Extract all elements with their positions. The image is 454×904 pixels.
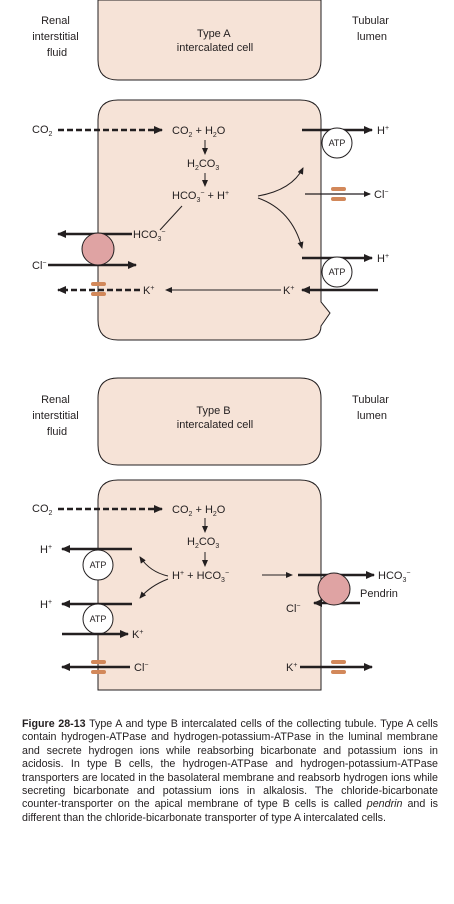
type-b-reaction-1: CO2 + H2O	[172, 504, 226, 518]
type-b-h2-label: H+	[40, 599, 52, 611]
type-b-right-label: Tubular lumen	[352, 394, 392, 422]
type-b-reaction-3: H+ + HCO3−	[172, 570, 229, 584]
type-b-k-left-label: K+	[132, 629, 143, 641]
type-a-upper-cell	[97, 0, 322, 81]
type-a-h2-label: H+	[377, 253, 389, 265]
type-b-h-top-label: H+	[40, 544, 52, 556]
type-b-cell	[97, 479, 322, 691]
type-b-upper-cell	[97, 377, 322, 466]
type-a-cl-right-label: Cl−	[374, 189, 388, 201]
type-a-h-top-label: H+	[377, 125, 389, 137]
type-b-atp-circle-top	[82, 549, 114, 581]
type-a-hco3-diag	[159, 205, 183, 231]
type-a-atp-bottom: ATP	[329, 267, 346, 277]
type-b-cl-channel-top	[91, 660, 106, 664]
type-b-atp-top: ATP	[90, 560, 107, 570]
type-a-k-channel-top	[91, 282, 106, 286]
type-a-atp-top: ATP	[329, 138, 346, 148]
type-b-pendrin-label: Pendrin	[360, 588, 398, 600]
type-b-pendrin	[317, 572, 351, 606]
type-b-atp-bottom: ATP	[90, 614, 107, 624]
type-a-reaction-2: H2CO3	[187, 158, 219, 172]
type-a-reaction-1: CO2 + H2O	[172, 125, 226, 139]
type-a-right-label: Tubular lumen	[352, 15, 392, 43]
type-b-h-curve-down	[139, 578, 169, 599]
type-a-cl-left-label: Cl−	[32, 260, 46, 272]
figure-label: Figure 28-13	[22, 718, 86, 730]
type-a-k-right-label: K+	[283, 285, 294, 297]
intercalated-cells-diagram: Renal interstitial fluid Type A intercal…	[32, 0, 410, 691]
type-a-cell-label: Type A intercalated cell	[177, 28, 253, 54]
type-a-cell	[97, 99, 331, 341]
type-b-co2-label: CO2	[32, 503, 53, 517]
type-a-left-label: Renal interstitial fluid	[32, 15, 82, 59]
figure-caption: Figure 28-13 Type A and type B intercala…	[22, 718, 438, 825]
type-a-k-channel-bottom	[91, 292, 106, 296]
type-a-cl-channel-top	[331, 187, 346, 191]
type-a-panel: Renal interstitial fluid Type A intercal…	[32, 0, 392, 341]
type-a-k-left-label: K+	[143, 285, 154, 297]
type-b-cell-label: Type B intercalated cell	[177, 405, 253, 431]
type-b-h-curve-up	[139, 556, 169, 577]
type-b-k-channel-top	[331, 660, 346, 664]
type-b-hco3-right-label: HCO3−	[378, 570, 410, 584]
type-b-panel: Renal interstitial fluid Type B intercal…	[32, 377, 410, 691]
type-a-co2-label: CO2	[32, 124, 53, 138]
type-a-atp-circle-top	[321, 127, 353, 159]
caption-text-2: and is different than the chloride-bicar…	[22, 798, 438, 824]
type-a-cl-channel-bottom	[331, 197, 346, 201]
type-b-k-channel-bottom	[331, 670, 346, 674]
type-a-hco3-label: HCO3−	[133, 229, 165, 243]
type-a-atp-circle-bottom	[321, 256, 353, 288]
type-a-exchanger	[81, 232, 115, 266]
type-a-h-curve-down	[257, 197, 304, 249]
caption-text-1: Type A and type B intercalated cells of …	[22, 718, 438, 811]
type-b-k-right-label: K+	[286, 662, 297, 674]
caption-italic: pendrin	[366, 798, 403, 811]
type-b-left-label: Renal interstitial fluid	[32, 394, 82, 438]
type-b-cl-channel-bottom	[91, 670, 106, 674]
type-a-h-curve-up	[257, 167, 304, 197]
type-b-reaction-2: H2CO3	[187, 536, 219, 550]
